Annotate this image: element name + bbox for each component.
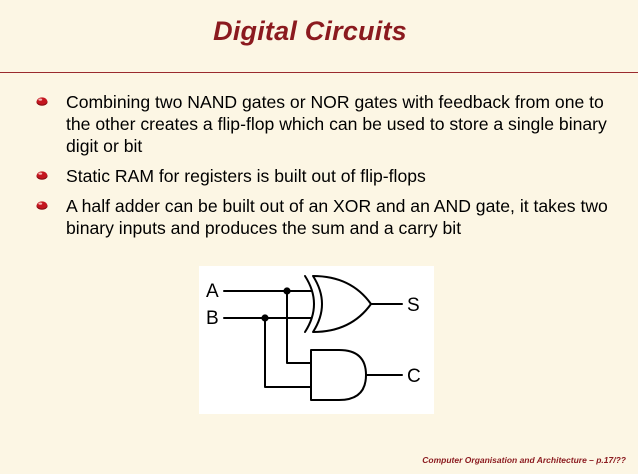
label-output-c: C <box>407 366 421 387</box>
bullet-text: A half adder can be built out of an XOR … <box>66 196 608 238</box>
red-ball-bullet-icon <box>36 171 48 180</box>
and-gate-body <box>310 349 367 401</box>
half-adder-circuit: A B S C <box>206 275 421 401</box>
label-input-b: B <box>206 308 219 329</box>
xor-gate-input-curve <box>304 275 315 333</box>
title-divider <box>0 72 638 73</box>
junction-dot-a <box>283 287 291 295</box>
bullet-list: Combining two NAND gates or NOR gates wi… <box>36 91 626 247</box>
bullet-item: Combining two NAND gates or NOR gates wi… <box>36 91 626 157</box>
label-input-a: A <box>206 281 219 302</box>
bullet-text: Static RAM for registers is built out of… <box>66 166 426 186</box>
slide-footer: Computer Organisation and Architecture –… <box>422 455 626 465</box>
red-ball-bullet-icon <box>36 97 48 106</box>
bullet-text: Combining two NAND gates or NOR gates wi… <box>66 92 607 156</box>
junction-dot-b <box>261 314 269 322</box>
label-output-s: S <box>407 295 420 316</box>
wire-b-to-and <box>264 317 312 388</box>
wire-a-to-and <box>286 290 312 364</box>
xor-gate-body <box>312 275 372 333</box>
bullet-item: Static RAM for registers is built out of… <box>36 165 626 187</box>
red-ball-bullet-icon <box>36 201 48 210</box>
slide-title: Digital Circuits <box>213 16 407 46</box>
bullet-item: A half adder can be built out of an XOR … <box>36 195 626 239</box>
half-adder-diagram: A B S C <box>199 266 434 414</box>
